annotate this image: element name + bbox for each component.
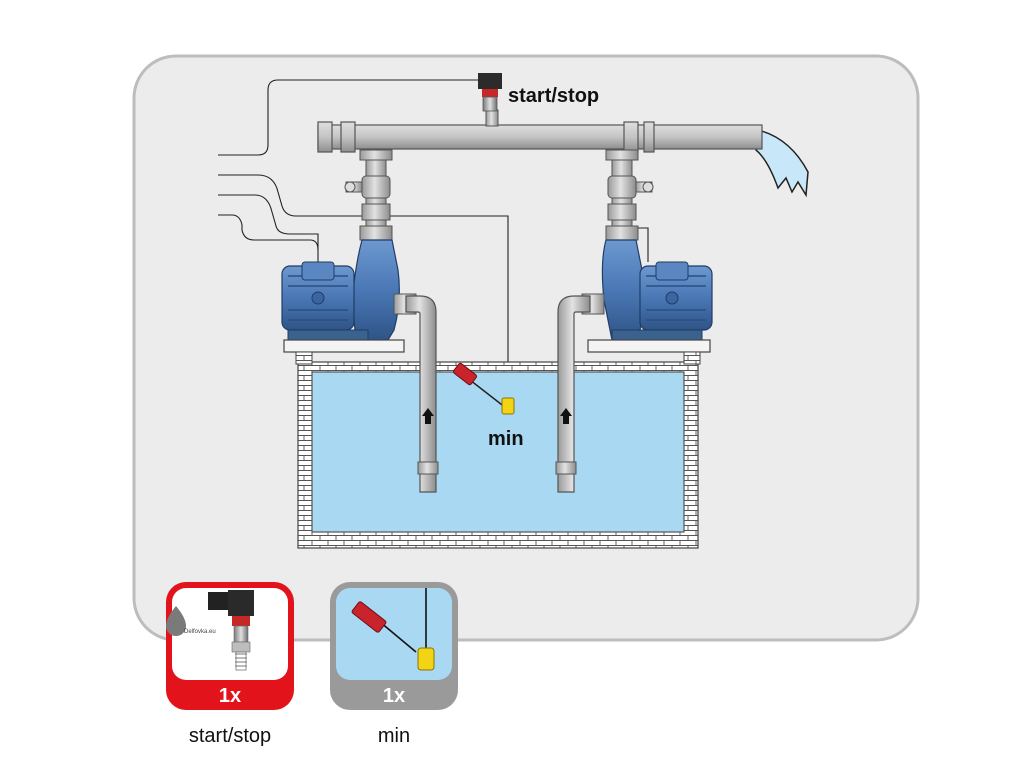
float-switch-quantity: 1x [383,685,405,707]
left-riser-assembly [344,149,393,241]
float-switch-icon [452,362,515,415]
right-pump-icon [581,239,713,341]
pressure-sensor-caption: start/stop [189,725,271,747]
start-stop-label: start/stop [508,85,599,107]
min-label: min [488,428,524,450]
left-suction-pipe [405,295,439,493]
signal-cables [218,79,649,398]
float-switch-card: 1x [330,582,458,710]
right-riser-assembly [605,149,654,241]
right-suction-pipe [555,295,591,493]
pressure-sensor-card: Delfovka.eu 1x [166,582,294,710]
pressure-sensor-icon [478,73,502,112]
watermark-text: Delfovka.eu [184,629,216,635]
float-switch-caption: min [378,725,410,747]
water-outflow [755,129,809,198]
left-pump-icon [281,239,417,341]
discharge-header-pipe [317,109,763,153]
pressure-sensor-quantity: 1x [219,685,241,707]
water-tank [283,339,711,549]
